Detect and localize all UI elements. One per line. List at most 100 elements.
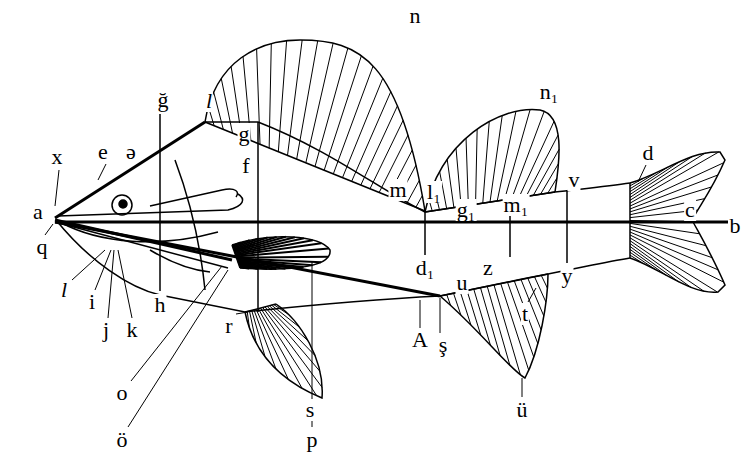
fin-ray bbox=[240, 267, 249, 269]
point-label: ğ bbox=[157, 89, 170, 111]
fin-ray bbox=[239, 266, 258, 269]
point-label: k bbox=[126, 319, 139, 341]
leader bbox=[420, 300, 421, 328]
eye bbox=[112, 195, 132, 215]
fin-ray bbox=[501, 284, 529, 371]
point-label: n bbox=[409, 5, 422, 27]
leader bbox=[118, 250, 132, 318]
fin-ray bbox=[494, 285, 520, 375]
fin-ray bbox=[343, 78, 383, 177]
fin-outline bbox=[205, 40, 425, 211]
leader bbox=[522, 378, 523, 397]
fin-ray bbox=[352, 92, 391, 182]
point-label: j bbox=[102, 319, 110, 341]
point-label: o bbox=[116, 382, 129, 404]
point-label: a bbox=[32, 201, 44, 223]
fin-ray bbox=[306, 43, 333, 163]
fin-ray bbox=[361, 106, 398, 185]
point-label: t bbox=[521, 303, 529, 325]
fin-ray bbox=[254, 310, 276, 369]
leader bbox=[55, 170, 59, 206]
fin-ray bbox=[267, 306, 315, 355]
vertical-gh bbox=[159, 114, 161, 291]
point-label: e bbox=[97, 141, 109, 163]
head-line bbox=[55, 122, 205, 218]
fin-ray bbox=[278, 41, 286, 152]
pupil bbox=[119, 200, 127, 208]
point-label: m bbox=[388, 179, 407, 201]
point-label: v bbox=[568, 169, 581, 191]
point-label: c bbox=[684, 199, 696, 221]
leader bbox=[128, 270, 228, 427]
fin-ray bbox=[261, 308, 317, 396]
fin-ray bbox=[454, 293, 461, 315]
point-label: d bbox=[642, 142, 655, 164]
point-label: l bbox=[60, 279, 68, 301]
point-label: l₁ bbox=[426, 181, 442, 203]
head-lower-line bbox=[55, 222, 228, 268]
fin-ray bbox=[504, 110, 530, 200]
fin-ray bbox=[269, 306, 308, 341]
fin-ray bbox=[548, 178, 557, 193]
leader bbox=[45, 224, 53, 235]
fin-ray bbox=[519, 121, 554, 197]
fin-outline bbox=[245, 304, 322, 398]
fin-ray bbox=[483, 121, 489, 203]
fin-rays bbox=[205, 40, 725, 398]
point-label: u bbox=[456, 272, 469, 294]
fin-ray bbox=[630, 252, 655, 269]
leader bbox=[528, 288, 536, 302]
fin-ray bbox=[497, 111, 516, 201]
point-label: g bbox=[238, 123, 251, 145]
fin-ray bbox=[333, 66, 373, 174]
fin-ray bbox=[269, 44, 271, 148]
vertical-vy bbox=[566, 190, 568, 263]
fin-ray bbox=[447, 160, 454, 208]
point-label: h bbox=[154, 294, 167, 316]
point-label: ö bbox=[116, 429, 129, 451]
fin-ray bbox=[508, 282, 534, 357]
fin-ray bbox=[630, 232, 718, 270]
fish-body bbox=[56, 122, 630, 312]
point-label: n₁ bbox=[539, 81, 560, 103]
fin-ray bbox=[490, 115, 502, 202]
fin-ray bbox=[416, 196, 422, 208]
fin-ray bbox=[214, 92, 224, 129]
leader bbox=[236, 312, 248, 314]
point-label: s bbox=[305, 399, 316, 421]
fin-ray bbox=[630, 241, 704, 292]
leader bbox=[131, 266, 222, 381]
fin-ray bbox=[239, 265, 267, 269]
fin-ray bbox=[247, 311, 249, 327]
point-label: ş bbox=[438, 334, 449, 356]
fin-ray bbox=[533, 149, 559, 195]
point-label: r bbox=[224, 315, 233, 337]
point-label: ü bbox=[516, 399, 529, 421]
fin-ray bbox=[630, 244, 691, 288]
leader bbox=[440, 298, 441, 333]
point-label: x bbox=[51, 146, 64, 168]
fin-ray bbox=[630, 229, 712, 258]
point-label: z bbox=[482, 257, 494, 279]
fin-ray bbox=[236, 248, 329, 256]
fin-ray bbox=[630, 235, 724, 282]
point-label: i bbox=[88, 291, 96, 313]
fin-outline bbox=[425, 110, 559, 212]
fin-ray bbox=[630, 163, 724, 206]
point-label: ə bbox=[125, 141, 137, 163]
leader bbox=[72, 250, 105, 280]
fin-ray bbox=[263, 307, 322, 387]
point-label: y bbox=[561, 265, 574, 287]
fin-ray bbox=[541, 164, 559, 195]
maxilla bbox=[150, 189, 237, 206]
fin-ray bbox=[630, 249, 667, 275]
fin-ray bbox=[630, 246, 679, 281]
fin-ray bbox=[528, 278, 544, 316]
point-label: b bbox=[729, 215, 742, 237]
fin-ray bbox=[407, 180, 420, 203]
fin-ray bbox=[630, 175, 718, 209]
fin-ray bbox=[258, 309, 302, 389]
